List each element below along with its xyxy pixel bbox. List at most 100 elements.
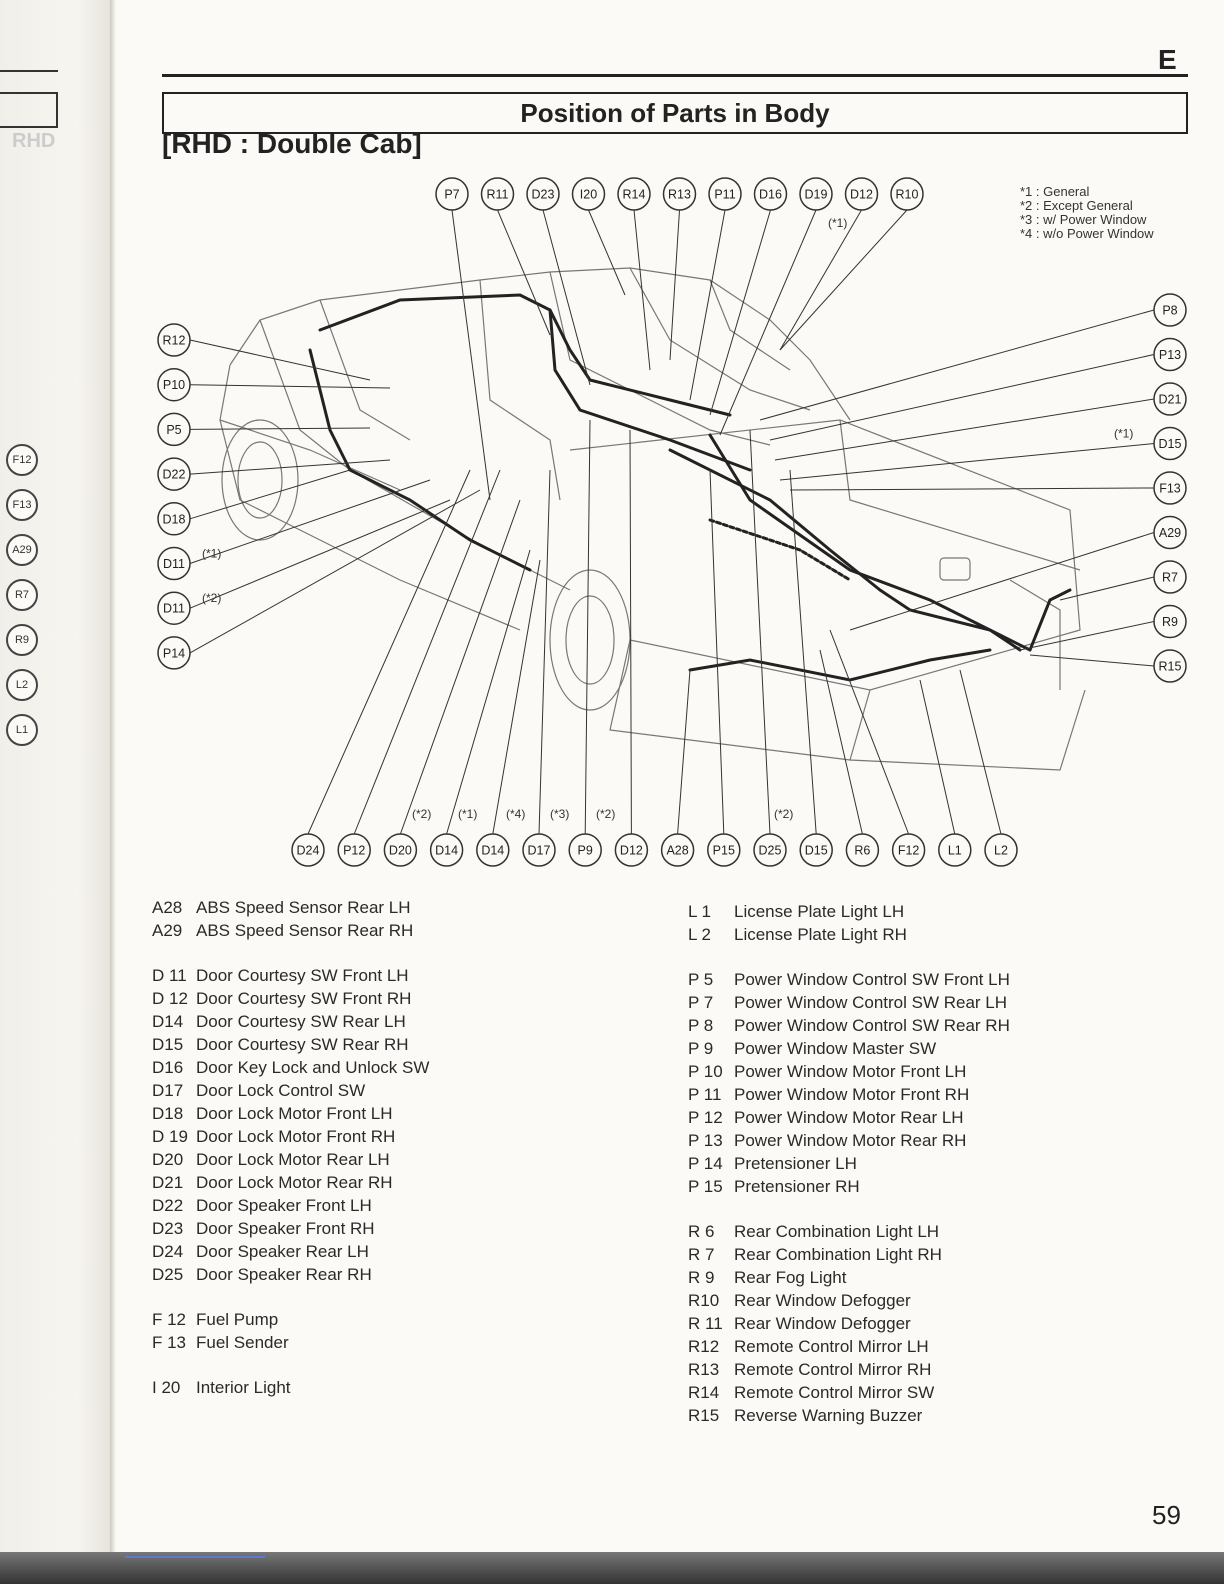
header-rule [162,74,1188,77]
bottom-callout: D15 [799,833,833,867]
legend-name: Pretensioner RH [734,1177,860,1196]
connector-code: R12 [163,334,186,348]
connector-code: D14 [435,844,458,858]
leader-line [919,679,956,835]
legend-name: Door Courtesy SW Rear LH [196,1012,406,1031]
connector-code: F13 [1159,482,1181,496]
leader-line [446,549,531,835]
legend-row: D25 Door Speaker Rear RH [152,1263,429,1286]
margin-tab-text: RHD [12,130,56,152]
top-callout: P7 [435,177,469,211]
callout-note: (*1) [202,547,221,561]
connector-code: I20 [580,188,597,202]
leader-line [719,209,817,436]
bottom-callout: D14 [429,833,464,867]
margin-connector: R9 [6,624,38,656]
leader-line [588,209,626,296]
top-callout: D16 [753,177,788,211]
bottom-callout: R6 [845,833,880,867]
legend-name: Power Window Motor Rear RH [734,1131,967,1150]
legend-code: D24 [152,1242,184,1261]
wire-harness [308,293,1072,682]
right-callout: R15 [1153,649,1187,683]
margin-connector: L1 [6,714,38,746]
bottom-callout: D24 [291,833,325,867]
legend-name: Power Window Control SW Front LH [734,970,1010,989]
legend-name: Power Window Control SW Rear LH [734,993,1008,1012]
leader-line [774,398,1155,461]
connector-code: P10 [163,378,185,392]
bottom-callout: L2 [984,833,1018,867]
legend-code: R 11 [688,1314,723,1333]
connector-code: R11 [486,188,508,202]
leader-line [189,499,451,609]
scan-artifact-line [125,1556,265,1558]
right-callout: F13 [1153,471,1187,505]
legend-name: Door Key Lock and Unlock SW [196,1058,430,1077]
footnote: *4 : w/o Power Window [1020,226,1154,241]
leader-line [779,209,862,351]
connector-code: D22 [163,468,186,482]
legend-name: Fuel Pump [196,1310,279,1329]
leader-line [542,209,591,386]
connector-code: R13 [668,188,691,202]
callout-note: (*1) [1114,427,1133,441]
connector-code: D16 [759,188,782,202]
legend-name: Pretensioner LH [734,1154,857,1173]
callout-note: (*2) [412,807,431,821]
connector-code: D23 [532,188,555,202]
legend-code: R14 [688,1383,720,1402]
legend-name: Door Courtesy SW Front RH [196,989,412,1008]
connector-code: P15 [713,844,735,858]
bottom-callout: P15 [707,833,741,867]
left-callout: D22 [157,457,191,491]
legend-name: Remote Control Mirror SW [734,1383,935,1402]
legend-name: Power Window Motor Front RH [734,1085,970,1104]
leader-line [849,532,1155,631]
bottom-callout: D25 [753,833,787,867]
legend-name: Remote Control Mirror LH [734,1337,929,1356]
legend-name: Door Speaker Rear RH [196,1265,372,1284]
truck-outline [219,267,1086,771]
legend-code: R12 [688,1337,720,1356]
margin-tab-box [0,92,58,128]
left-callout: P5 [157,412,191,447]
left-callout: D18 [157,502,191,536]
connector-code: P12 [343,844,365,858]
connector-code: A28 [666,844,688,858]
legend-code: R 9 [688,1268,715,1287]
page-left-margin [0,0,110,1584]
connector-code: L1 [948,844,962,858]
legend-name: Door Lock Control SW [196,1081,366,1100]
connector-code: R10 [896,188,919,202]
legend-code: P 8 [688,1016,714,1035]
legend-code: D25 [152,1265,184,1284]
legend-name: Rear Fog Light [734,1268,847,1287]
leader-line [819,649,863,835]
connector-code: D11 [163,602,185,616]
legend-name: Door Lock Motor Front LH [196,1104,393,1123]
leader-line [189,384,391,389]
legend-name: Door Lock Motor Rear LH [196,1150,390,1169]
legend-name: Door Lock Motor Front RH [196,1127,396,1146]
top-callout: D23 [526,177,560,211]
bottom-callout: D17 [522,833,556,867]
connector-code: D25 [759,844,782,858]
connector-code: P5 [166,423,181,437]
legend-code: R 6 [688,1222,715,1241]
leader-line [669,209,680,361]
legend-code: F 13 [152,1333,187,1352]
leader-line [492,559,541,835]
left-callout: P10 [157,367,191,402]
legend-code: I 20 [152,1378,181,1397]
